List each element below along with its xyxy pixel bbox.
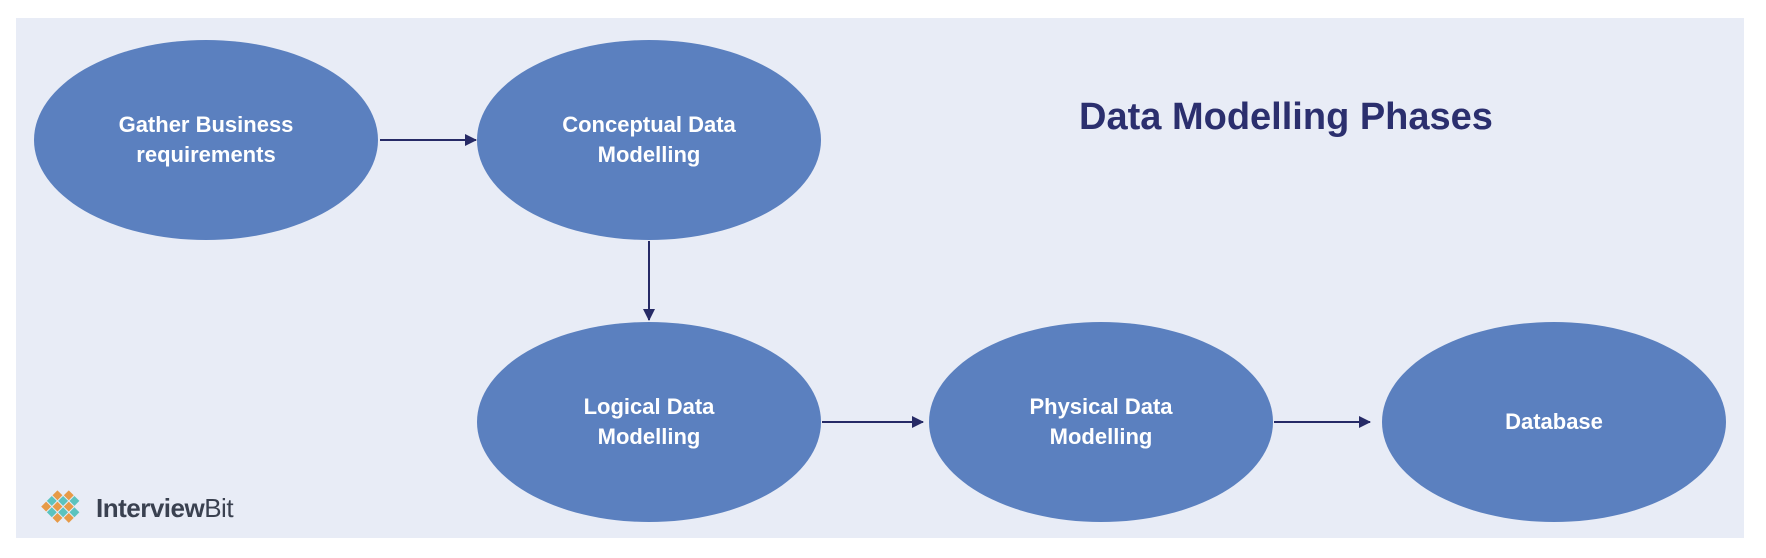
diagram-svg [34,40,1726,522]
node-database-label: Database [1505,409,1603,434]
node-physical-label: Physical Data Modelling [1029,394,1173,449]
node-gather-label: Gather Business requirements [118,112,294,167]
diagram-canvas: Gather Business requirements Conceptual … [16,18,1744,538]
node-physical-shape [929,322,1273,522]
interviewbit-logo-icon [41,490,80,523]
diagram-title: Data Modelling Phases [1079,96,1493,138]
node-gather-shape [34,40,378,240]
node-conceptual-shape [477,40,821,240]
brand-name-part1: Interview [96,492,205,523]
node-conceptual-label: Conceptual Data Modelling [562,112,736,167]
node-logical-label: Logical Data Modelling [583,394,715,449]
brand-name: InterviewBit [96,492,234,524]
brand-name-part2: Bit [204,492,234,523]
node-logical-shape [477,322,821,522]
node-database-shape [1382,322,1726,522]
brand-logo: InterviewBit [32,488,234,528]
